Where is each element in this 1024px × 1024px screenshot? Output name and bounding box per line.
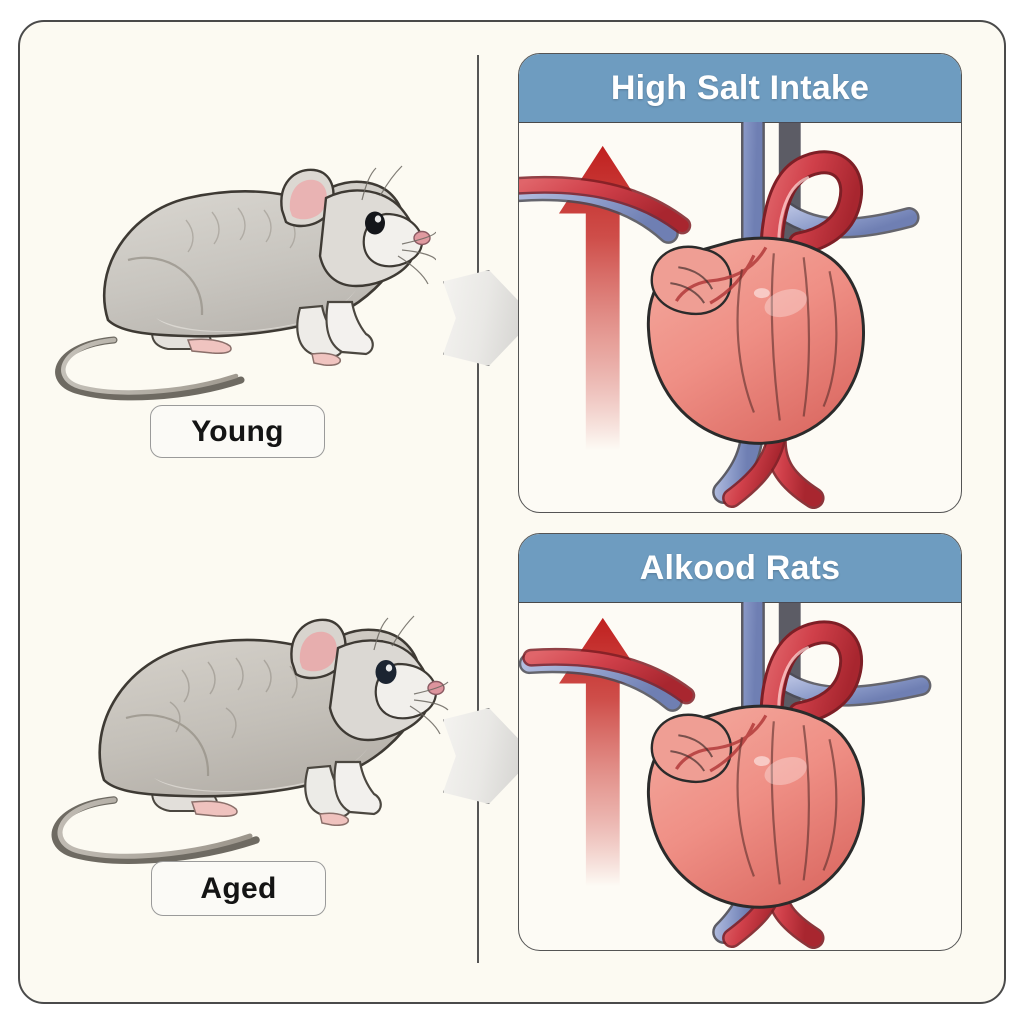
panel-body-alkood-rats xyxy=(519,602,961,950)
rat-illustration-aged xyxy=(30,592,450,870)
panel-header-text: Alkood Rats xyxy=(639,548,841,587)
up-arrow-shape xyxy=(558,145,647,451)
label-young-text: Young xyxy=(191,414,284,448)
label-young: Young xyxy=(150,405,325,458)
panel-header-text: High Salt Intake xyxy=(610,68,870,107)
panel-alkood-rats: Alkood Rats xyxy=(518,533,962,951)
column-divider xyxy=(477,55,479,963)
up-arrow-shape xyxy=(559,617,647,887)
panel-body-high-salt-intake xyxy=(519,122,961,512)
panel-high-salt-intake: High Salt Intake xyxy=(518,53,962,513)
label-aged-text: Aged xyxy=(200,871,277,905)
panel-header-alkood-rats: Alkood Rats xyxy=(519,534,961,603)
label-aged: Aged xyxy=(151,861,326,916)
panel-header-high-salt-intake: High Salt Intake xyxy=(519,54,961,123)
rat-illustration-young xyxy=(36,140,436,405)
